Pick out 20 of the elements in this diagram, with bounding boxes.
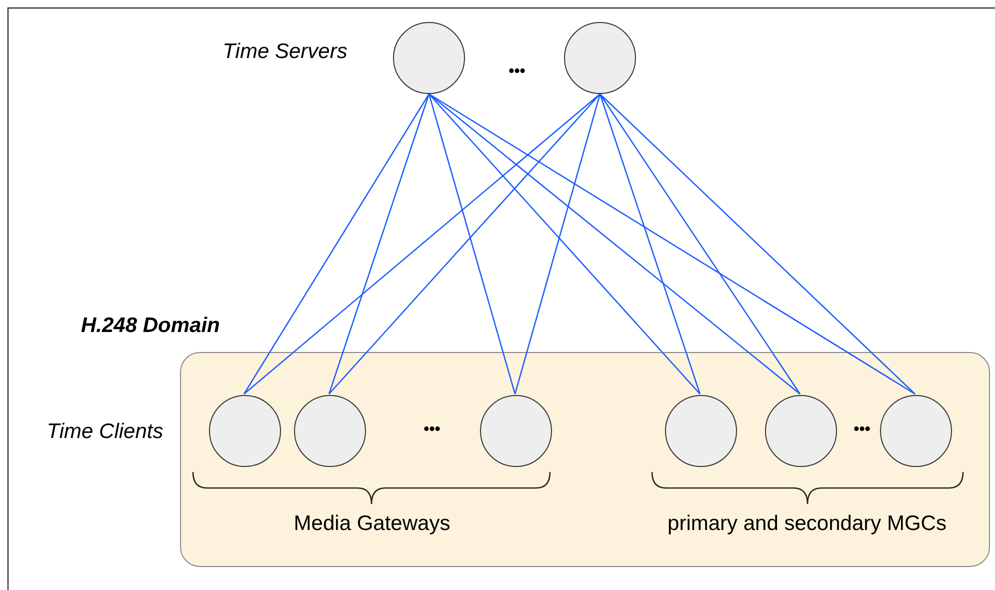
- connector-line: [428, 93, 916, 395]
- group-label: Time Servers: [222, 40, 348, 64]
- group-label: Media Gateways: [294, 512, 450, 536]
- group-label: primary and secondary MGCs: [668, 512, 946, 536]
- connector-line: [514, 94, 601, 394]
- connector-line: [328, 94, 600, 394]
- ellipsis-dots: •••: [508, 63, 526, 81]
- ellipsis-dots: •••: [424, 421, 440, 439]
- connector-line: [243, 94, 430, 394]
- connector-line: [600, 94, 916, 394]
- connector-line: [428, 94, 800, 394]
- connector-line: [599, 94, 701, 394]
- connector-line: [428, 94, 516, 394]
- connector-line: [328, 94, 430, 394]
- connector-line: [244, 94, 600, 394]
- group-label: Time Clients: [46, 420, 164, 444]
- connector-line: [428, 94, 700, 394]
- domain-heading: H.248 Domain: [81, 314, 220, 338]
- connector-line: [599, 94, 801, 394]
- ellipsis-dots: •••: [854, 421, 870, 439]
